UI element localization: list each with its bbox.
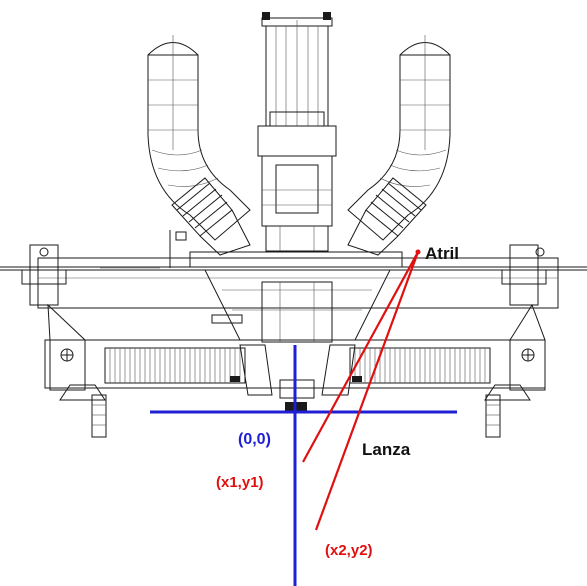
coordinate-axes bbox=[150, 345, 457, 586]
labels: Atril Lanza (0,0) (x1,y1) (x2,y2) bbox=[216, 244, 459, 559]
lance-line-2 bbox=[314, 251, 420, 531]
left-clamp bbox=[21, 244, 107, 438]
lanza-label: Lanza bbox=[362, 440, 411, 459]
lance-lines bbox=[302, 249, 421, 531]
mechanical-drawing bbox=[0, 12, 587, 438]
lance-line-1 bbox=[302, 251, 419, 463]
atril-pivot-point bbox=[415, 249, 421, 255]
point1-label: (x1,y1) bbox=[216, 474, 264, 491]
frame-beam bbox=[0, 230, 587, 309]
right-grille bbox=[354, 348, 486, 383]
left-grille bbox=[109, 348, 241, 383]
left-hose bbox=[147, 35, 251, 256]
right-clamp bbox=[485, 244, 547, 438]
point2-label: (x2,y2) bbox=[325, 542, 373, 559]
central-column bbox=[257, 12, 337, 252]
origin-label: (0,0) bbox=[238, 431, 271, 448]
funnel bbox=[204, 269, 391, 343]
right-hose bbox=[347, 35, 451, 256]
atril-label: Atril bbox=[425, 244, 459, 263]
